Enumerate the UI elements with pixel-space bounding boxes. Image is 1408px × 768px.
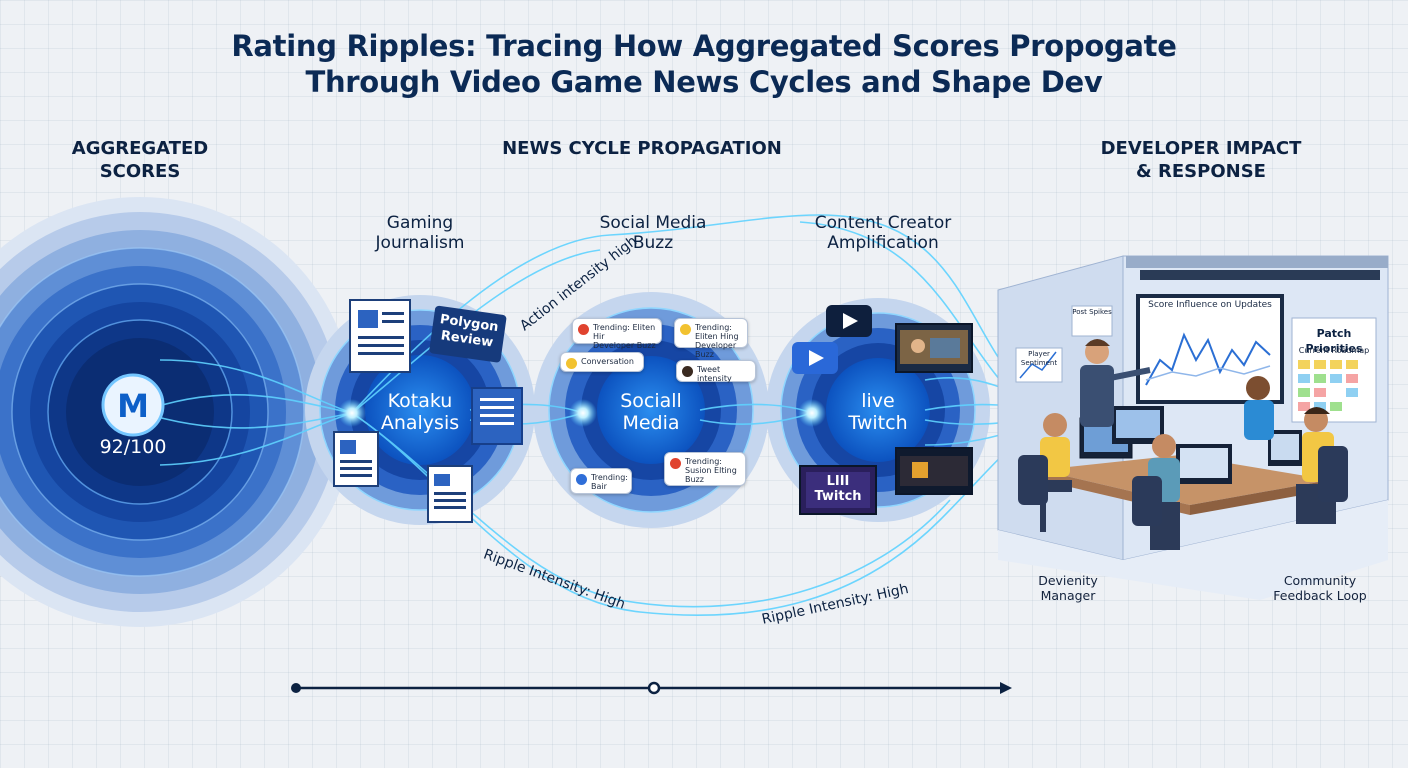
- social-card-6: Trending: Susion Elting Buzz: [664, 452, 746, 486]
- hub-label-kotaku: Kotaku Analysis: [350, 390, 490, 434]
- social-card-5-line-1: Trending:: [591, 473, 628, 482]
- polygon-review-badge: [429, 305, 507, 363]
- social-card-3-line-1: Conversation: [581, 357, 634, 366]
- office-screen-title: Score Influence on Updates: [1148, 300, 1272, 310]
- section-aggregated-line-1: AGGREGATED: [71, 138, 209, 159]
- social-card-1: Trending: Eliten Hir Developer Buzz: [572, 318, 662, 350]
- glow-node-social: [569, 399, 597, 427]
- hub-twitch-line-1: live: [861, 390, 895, 412]
- social-card-1-line-2: Developer Buzz: [593, 341, 656, 350]
- stage-journalism-line-1: Gaming: [386, 213, 454, 233]
- glow-node-creator: [798, 399, 826, 427]
- wall-note-1: Post Spikes: [1072, 308, 1112, 316]
- section-developer-impact: DEVELOPER IMPACT & RESPONSE: [1070, 137, 1332, 183]
- article-page-icon: [471, 387, 523, 445]
- hub-label-twitch: live Twitch: [808, 390, 948, 434]
- score-logo-letter: M: [117, 387, 149, 425]
- social-card-1-line-1: Trending: Eliten Hir: [593, 323, 656, 341]
- emoji-icon: [680, 324, 691, 335]
- score-ripple-rings: [0, 197, 355, 627]
- section-aggregated-line-2: SCORES: [99, 161, 181, 182]
- diagram-title: Rating Ripples: Tracing How Aggregated S…: [0, 28, 1408, 100]
- timeline-axis: [291, 681, 1012, 695]
- hub-label-social: Sociall Media: [581, 390, 721, 434]
- patch-board-title: Patch Priorities: [1305, 327, 1363, 355]
- hub-twitch-line-2: Twitch: [848, 412, 908, 434]
- developer-office-illustration: [997, 255, 1389, 600]
- stage-creator-line-1: Content Creator: [814, 213, 952, 233]
- avatar-icon: [576, 474, 587, 485]
- patch-board-subtitle: Current Roadmap: [1298, 346, 1370, 355]
- stage-social-line-2: Buzz: [632, 233, 674, 253]
- hub-kotaku-line-2: Analysis: [380, 412, 460, 434]
- play-button-icon: [792, 342, 838, 374]
- video-icon: [670, 458, 681, 469]
- feedback-line-2: Feedback Loop: [1273, 588, 1367, 603]
- avatar-icon: [578, 324, 589, 335]
- section-news-cycle: NEWS CYCLE PROPAGATION: [502, 138, 782, 159]
- glow-node-journalism: [338, 399, 366, 427]
- stage-social-line-1: Social Media: [599, 213, 707, 233]
- twitch-panel-line-1: LIII: [826, 474, 850, 489]
- stage-creator-line-2: Amplification: [827, 233, 939, 253]
- social-card-6-line-1: Trending:: [685, 457, 722, 466]
- social-card-4: Tweet intensity: [676, 360, 756, 383]
- stage-content-creator: Content Creator Amplification: [790, 213, 976, 253]
- stage-gaming-journalism: Gaming Journalism: [340, 213, 500, 253]
- twitch-panel-label: LIII Twitch: [804, 474, 872, 504]
- person-presenter: [1080, 339, 1151, 427]
- hub-social-line-2: Media: [622, 412, 680, 434]
- social-card-5-line-2: Bair: [591, 482, 607, 491]
- stream-thumbnail-top: [895, 323, 973, 373]
- social-card-4-line-1: Tweet intensity: [697, 365, 732, 383]
- person-seated-1: [1032, 413, 1072, 532]
- manager-line-2: Manager: [1040, 588, 1096, 603]
- hub-kotaku-line-1: Kotaku: [387, 390, 453, 412]
- section-developer-line-2: & RESPONSE: [1136, 161, 1266, 182]
- social-card-2-line-2: Developer Buzz: [695, 341, 737, 359]
- stage-journalism-line-2: Journalism: [375, 233, 465, 253]
- twitch-panel: [799, 465, 877, 515]
- section-developer-line-1: DEVELOPER IMPACT: [1100, 138, 1302, 159]
- label-devienity-manager: Devienity Manager: [1018, 573, 1118, 603]
- score-value: 92/100: [99, 436, 167, 458]
- feedback-line-1: Community: [1283, 573, 1357, 588]
- document-icon-left: [333, 431, 379, 487]
- document-icon-bottom: [427, 465, 473, 523]
- news-article-icon: [349, 299, 411, 373]
- title-line-1: Rating Ripples: Tracing How Aggregated S…: [231, 29, 1177, 63]
- avatar-icon: [682, 366, 693, 377]
- stream-thumbnail-bottom: [895, 447, 973, 495]
- section-aggregated-scores: AGGREGATED SCORES: [40, 137, 240, 183]
- video-play-icon: [826, 305, 872, 337]
- title-line-2: Through Video Game News Cycles and Shape…: [305, 65, 1103, 99]
- emoji-icon: [566, 358, 577, 369]
- twitch-panel-line-2: Twitch: [814, 489, 862, 504]
- manager-line-1: Devienity: [1038, 573, 1098, 588]
- social-card-5: Trending: Bair: [570, 468, 632, 494]
- social-card-6-line-2: Susion Elting: [685, 466, 737, 475]
- social-card-2-line-1: Trending: Eliten Hing: [695, 323, 739, 341]
- label-community-feedback: Community Feedback Loop: [1262, 573, 1378, 603]
- stage-social-media-buzz: Social Media Buzz: [570, 213, 736, 253]
- social-card-3: Conversation: [560, 352, 644, 372]
- wall-note-2: Player Sentiment: [1020, 350, 1058, 367]
- person-seated-3: [1244, 376, 1274, 440]
- social-card-2: Trending: Eliten Hing Developer Buzz: [674, 318, 748, 359]
- social-card-6-line-3: Buzz: [685, 475, 704, 484]
- hub-social-line-1: Sociall: [620, 390, 682, 412]
- score-logo-icon: [101, 373, 165, 437]
